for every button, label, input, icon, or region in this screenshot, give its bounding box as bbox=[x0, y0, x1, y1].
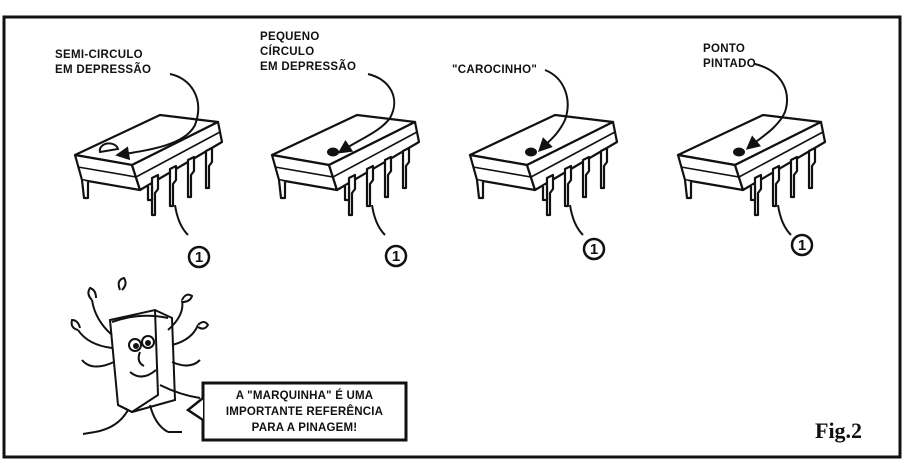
leader-line-chip3 bbox=[538, 69, 569, 152]
chip-dot-marker bbox=[733, 147, 745, 157]
dip-chip-3 bbox=[468, 113, 619, 236]
label-chip3: "CAROCINHO" bbox=[452, 63, 537, 78]
dip-chip-4 bbox=[676, 113, 827, 236]
note-line-1: A "MARQUINHA" É UMA bbox=[235, 389, 374, 402]
pin1-marker-2: 1 bbox=[384, 244, 408, 268]
label-chip1: SEMI-CIRCULO EM DEPRESSÃO bbox=[55, 48, 151, 78]
label-chip1-line2: EM DEPRESSÃO bbox=[55, 64, 152, 76]
note-text: A "MARQUINHA" É UMA IMPORTANTE REFERÊNCI… bbox=[203, 383, 406, 440]
label-chip2-line2: CÍRCULO bbox=[260, 46, 315, 58]
pin1-marker-3: 1 bbox=[582, 237, 606, 261]
label-chip2: PEQUENO CÍRCULO EM DEPRESSÃO bbox=[260, 30, 356, 75]
label-chip4-line2: PINTADO bbox=[703, 58, 756, 70]
pin1-number: 1 bbox=[590, 241, 598, 258]
note-line-2: IMPORTANTE REFERÊNCIA bbox=[225, 405, 384, 418]
note-pointer bbox=[185, 397, 204, 422]
leader-line-chip4 bbox=[745, 63, 788, 150]
pin1-marker-4: 1 bbox=[790, 233, 814, 257]
cartoon-chip-character bbox=[70, 276, 210, 435]
chip-dot-marker bbox=[525, 147, 537, 157]
note-box bbox=[201, 381, 408, 442]
dip-chip-2 bbox=[270, 113, 421, 236]
figure-label: Fig.2 bbox=[815, 418, 863, 443]
pin1-marker-1: 1 bbox=[187, 245, 211, 269]
leader-line-chip2 bbox=[337, 73, 396, 154]
label-chip4: PONTO PINTADO bbox=[703, 42, 756, 72]
label-chip3-line1: "CAROCINHO" bbox=[452, 64, 538, 76]
label-chip2-line3: EM DEPRESSÃO bbox=[260, 61, 357, 73]
label-chip4-line1: PONTO bbox=[703, 43, 746, 55]
label-chip1-line1: SEMI-CIRCULO bbox=[55, 49, 143, 61]
chip-dot-marker bbox=[327, 147, 339, 157]
note-line-3: PARA A PINAGEM! bbox=[251, 421, 358, 434]
figure-border bbox=[2, 15, 902, 459]
leader-line-chip1 bbox=[115, 73, 200, 161]
pin1-number: 1 bbox=[392, 248, 400, 265]
pin1-number: 1 bbox=[798, 237, 806, 254]
label-chip2-line1: PEQUENO bbox=[260, 31, 320, 43]
pin1-number: 1 bbox=[195, 249, 203, 266]
dip-chip-1 bbox=[73, 113, 224, 236]
